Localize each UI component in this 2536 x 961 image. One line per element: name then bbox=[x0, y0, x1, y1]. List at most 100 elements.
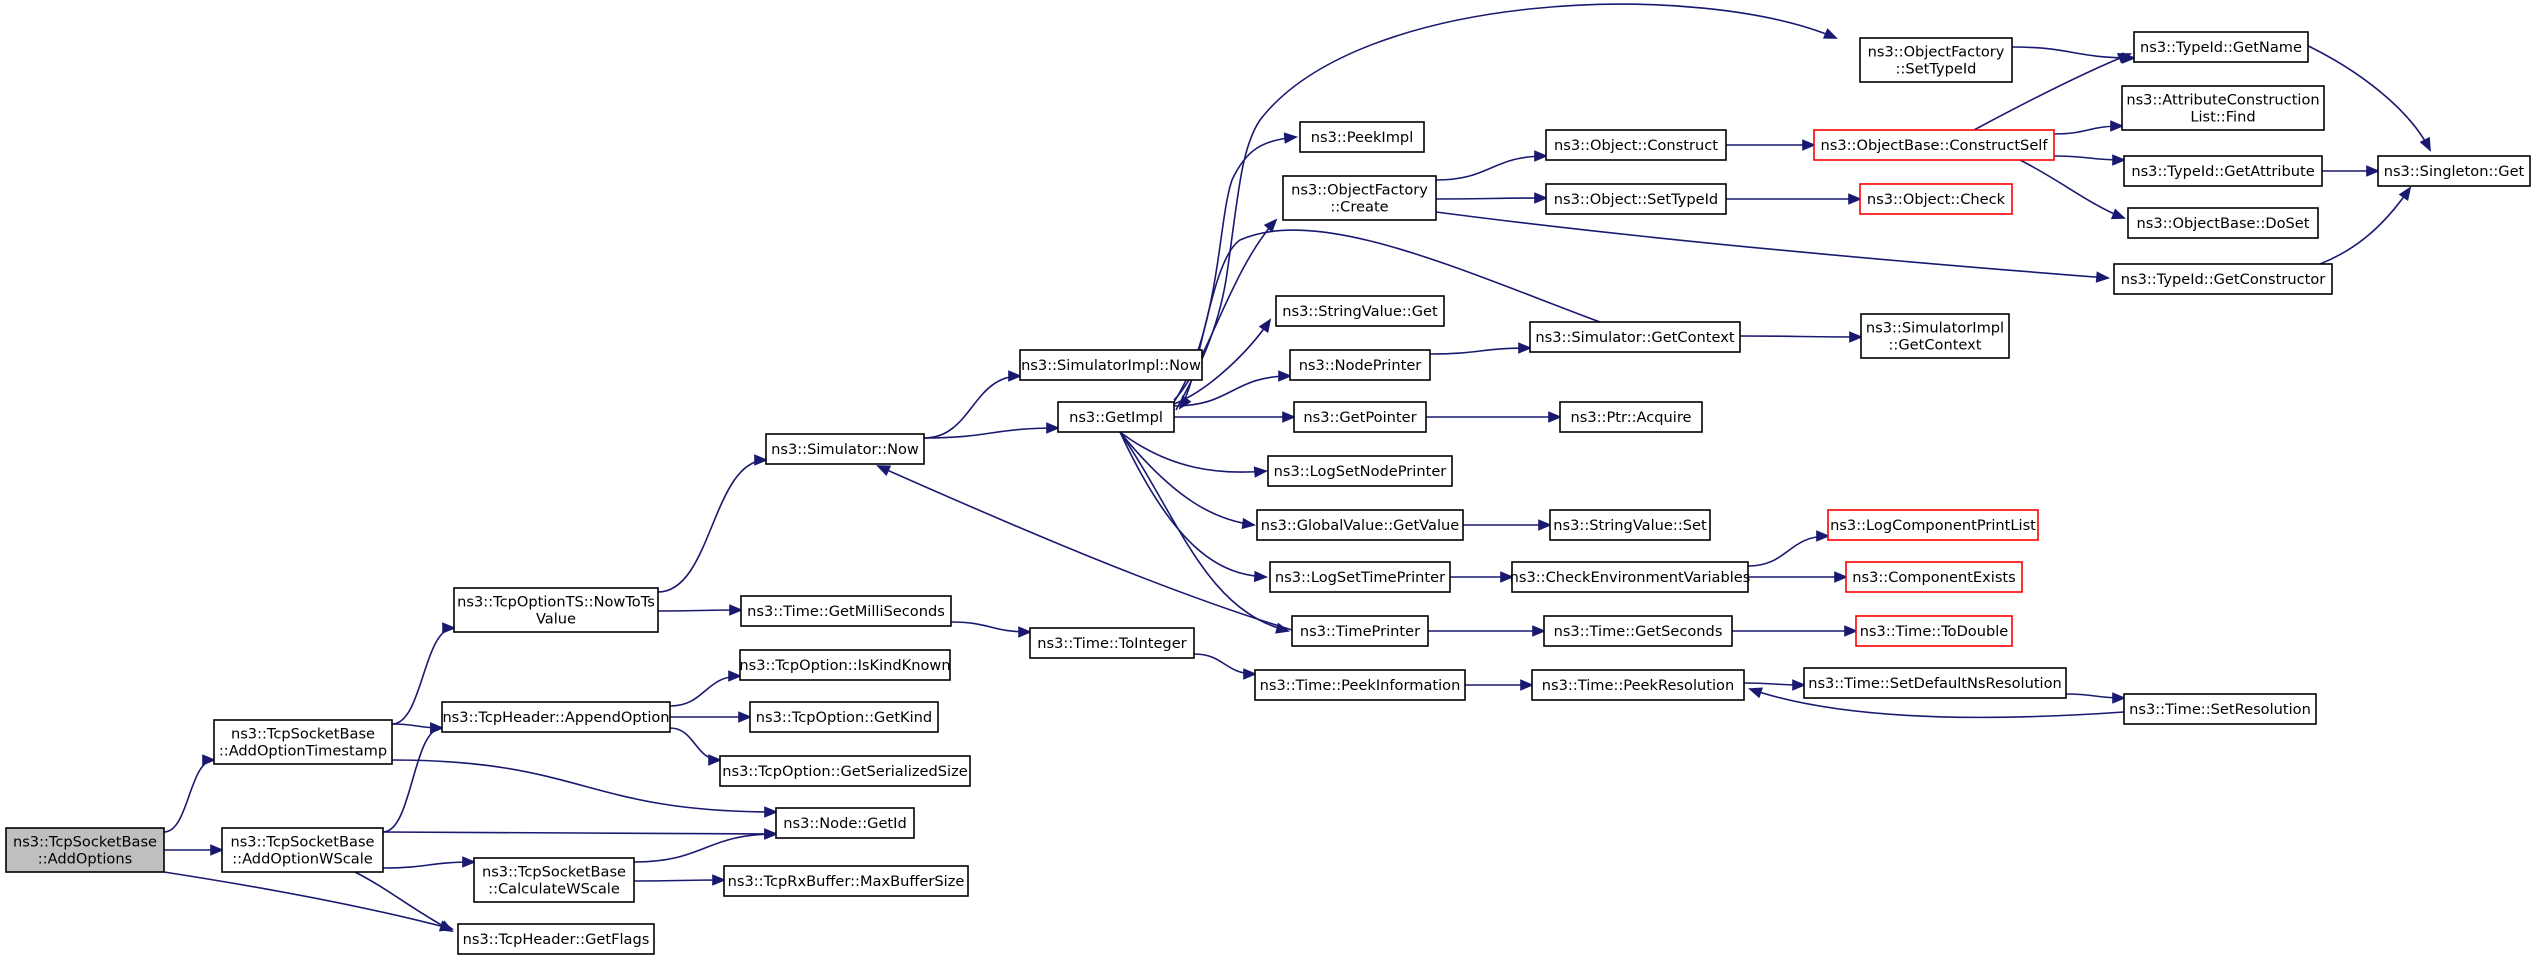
node-n27[interactable]: ns3::ObjectFactory::SetTypeId bbox=[1859, 37, 2013, 83]
node-box bbox=[5, 827, 165, 873]
edge-line bbox=[1739, 335, 1862, 338]
node-n21[interactable]: ns3::GetPointer bbox=[1293, 401, 1427, 433]
arrow-head-icon bbox=[764, 828, 779, 840]
node-n6[interactable]: ns3::Node::GetId bbox=[775, 807, 915, 839]
node-label: ns3::TypeId::GetName bbox=[2140, 39, 2302, 56]
node-box bbox=[1559, 401, 1703, 433]
node-n46[interactable]: ns3::TypeId::GetAttribute bbox=[2123, 155, 2323, 187]
node-n34[interactable]: ns3::Time::GetSeconds bbox=[1543, 615, 1733, 647]
node-n43[interactable]: ns3::Time::SetResolution bbox=[2123, 693, 2317, 725]
node-box bbox=[765, 433, 925, 465]
node-n3[interactable]: ns3::TcpHeader::GetFlags bbox=[457, 923, 655, 955]
node-n48[interactable]: ns3::TypeId::GetConstructor bbox=[2113, 263, 2333, 295]
edge-n2-to-n6 bbox=[382, 828, 779, 840]
arrow-head-icon bbox=[1548, 411, 1563, 423]
node-box bbox=[457, 923, 655, 955]
edge-line bbox=[2299, 41, 2431, 151]
edge-line bbox=[657, 609, 742, 612]
node-label: ns3::TypeId::GetAttribute bbox=[2131, 163, 2314, 180]
edge-n42-to-n43 bbox=[2065, 692, 2127, 704]
node-box bbox=[1859, 183, 2013, 215]
node-n42[interactable]: ns3::Time::SetDefaultNsResolution bbox=[1803, 667, 2067, 699]
node-n15[interactable]: ns3::GetImpl bbox=[1057, 401, 1175, 433]
node-n22[interactable]: ns3::LogSetNodePrinter bbox=[1267, 455, 1453, 487]
node-n1[interactable]: ns3::TcpSocketBase::AddOptionTimestamp bbox=[213, 719, 393, 765]
node-n32[interactable]: ns3::StringValue::Set bbox=[1549, 509, 1711, 541]
node-n23[interactable]: ns3::GlobalValue::GetValue bbox=[1256, 509, 1464, 541]
node-n7[interactable]: ns3::TcpSocketBase::CalculateWScale bbox=[473, 857, 635, 903]
node-n39[interactable]: ns3::LogComponentPrintList bbox=[1827, 509, 2039, 541]
node-n29[interactable]: ns3::Object::SetTypeId bbox=[1545, 183, 1727, 215]
node-n24[interactable]: ns3::LogSetTimePrinter bbox=[1269, 561, 1451, 593]
node-n17[interactable]: ns3::PeekImpl bbox=[1299, 121, 1425, 153]
node-label: ::AddOptionTimestamp bbox=[219, 743, 387, 760]
node-n2[interactable]: ns3::TcpSocketBase::AddOptionWScale bbox=[221, 827, 384, 873]
node-n14[interactable]: ns3::SimulatorImpl::Now bbox=[1019, 349, 1203, 381]
node-label: ns3::Object::SetTypeId bbox=[1554, 191, 1718, 208]
edge-line bbox=[1435, 155, 1547, 181]
node-n16[interactable]: ns3::Time::ToInteger bbox=[1029, 627, 1195, 659]
node-n26[interactable]: ns3::Time::PeekInformation bbox=[1254, 669, 1466, 701]
edge-line bbox=[657, 459, 767, 593]
node-n20[interactable]: ns3::NodePrinter bbox=[1289, 349, 1431, 381]
node-label: ::GetContext bbox=[1888, 337, 1981, 354]
arrow-head-icon bbox=[1849, 331, 1864, 343]
edge-n9-to-n16 bbox=[950, 621, 1033, 638]
edge-n0-to-n2 bbox=[163, 844, 225, 856]
arrow-head-icon bbox=[1822, 28, 1838, 39]
arrow-head-icon bbox=[1253, 466, 1269, 478]
arrow-head-icon bbox=[442, 622, 457, 634]
edge-line bbox=[354, 871, 453, 932]
edge-line bbox=[1429, 347, 1531, 355]
edge-line bbox=[669, 727, 721, 761]
edge-n18-to-n29 bbox=[1435, 192, 1549, 204]
node-n44[interactable]: ns3::TypeId::GetName bbox=[2133, 31, 2309, 63]
node-n33[interactable]: ns3::CheckEnvironmentVariables bbox=[1510, 561, 1751, 593]
edge-n36-to-n44 bbox=[1973, 53, 2132, 131]
node-n40[interactable]: ns3::ComponentExists bbox=[1845, 561, 2023, 593]
arrow-head-icon bbox=[1534, 150, 1549, 162]
node-n30[interactable]: ns3::Simulator::GetContext bbox=[1529, 321, 1741, 353]
node-n41[interactable]: ns3::Time::ToDouble bbox=[1855, 615, 2013, 647]
arrow-head-icon bbox=[1282, 411, 1297, 423]
node-n36[interactable]: ns3::ObjectBase::ConstructSelf bbox=[1813, 129, 2055, 161]
node-n18[interactable]: ns3::ObjectFactory::Create bbox=[1282, 175, 1437, 221]
node-n37[interactable]: ns3::Object::Check bbox=[1859, 183, 2013, 215]
arrow-head-icon bbox=[430, 722, 445, 734]
node-box bbox=[2377, 155, 2531, 187]
node-n38[interactable]: ns3::SimulatorImpl::GetContext bbox=[1860, 313, 2010, 359]
node-n8[interactable]: ns3::Simulator::Now bbox=[765, 433, 925, 465]
node-n12[interactable]: ns3::TcpOption::GetSerializedSize bbox=[719, 755, 971, 787]
node-label: ns3::CheckEnvironmentVariables bbox=[1510, 569, 1751, 586]
arrow-head-icon bbox=[1263, 218, 1278, 233]
node-n31[interactable]: ns3::Ptr::Acquire bbox=[1559, 401, 1703, 433]
node-label: ns3::Time::ToDouble bbox=[1860, 623, 2009, 640]
node-n11[interactable]: ns3::TcpOption::GetKind bbox=[749, 701, 939, 733]
node-label: ns3::Time::SetDefaultNsResolution bbox=[1808, 675, 2062, 692]
node-n49[interactable]: ns3::Singleton::Get bbox=[2377, 155, 2531, 187]
arrow-head-icon bbox=[708, 754, 723, 766]
node-box bbox=[1293, 401, 1427, 433]
node-n28[interactable]: ns3::Object::Construct bbox=[1545, 129, 1727, 161]
arrow-head-icon bbox=[764, 806, 779, 818]
node-n25[interactable]: ns3::TimePrinter bbox=[1291, 615, 1429, 647]
edge-line bbox=[163, 759, 215, 833]
edge-n26-to-n35 bbox=[1464, 679, 1535, 691]
node-n10[interactable]: ns3::TcpOption::IsKindKnown bbox=[739, 649, 951, 681]
edge-n48-to-n49 bbox=[2319, 186, 2412, 265]
node-n13[interactable]: ns3::TcpRxBuffer::MaxBufferSize bbox=[723, 865, 969, 897]
node-n0[interactable]: ns3::TcpSocketBase::AddOptions bbox=[5, 827, 165, 873]
node-n9[interactable]: ns3::Time::GetMilliSeconds bbox=[740, 595, 952, 627]
node-n19[interactable]: ns3::StringValue::Get bbox=[1275, 295, 1445, 327]
edge-n15-to-n22 bbox=[1119, 431, 1269, 478]
node-n35[interactable]: ns3::Time::PeekResolution bbox=[1531, 669, 1745, 701]
node-n47[interactable]: ns3::ObjectBase::DoSet bbox=[2127, 207, 2319, 239]
node-box bbox=[1256, 509, 1464, 541]
node-n5[interactable]: ns3::TcpHeader::AppendOption bbox=[441, 701, 671, 733]
edge-n34-to-n41 bbox=[1731, 625, 1859, 637]
arrow-head-icon bbox=[1518, 342, 1533, 354]
node-box bbox=[1827, 509, 2039, 541]
edge-n5-to-n10 bbox=[669, 670, 743, 707]
